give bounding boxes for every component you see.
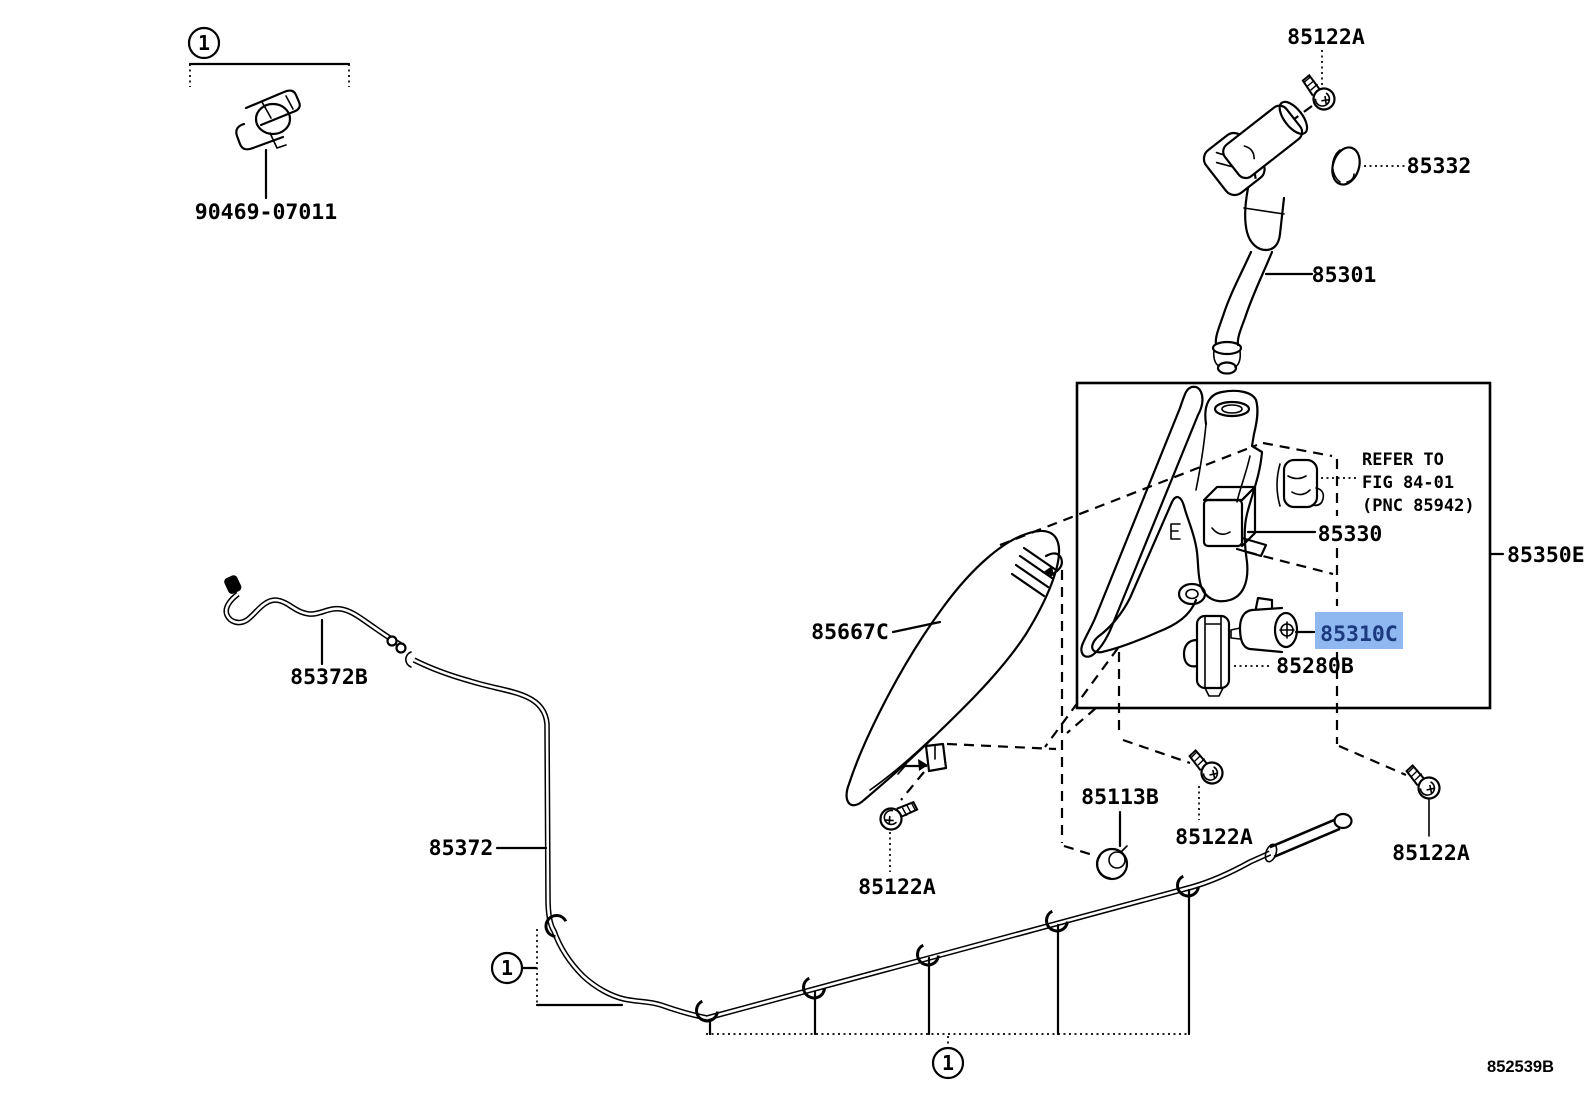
washer-hoses: 85372B 85372 1 1: [223, 575, 1353, 1080]
dash-clip-horizontal: [946, 742, 1057, 751]
label-hose-main[interactable]: 85372: [429, 836, 494, 861]
hood-cover: 85667C: [811, 529, 1063, 807]
callout-circle-bottom: [931, 1046, 965, 1080]
label-pump[interactable]: 85310C: [1320, 622, 1398, 647]
cover-hook: [1044, 552, 1063, 578]
callout-circle-left: [490, 951, 524, 985]
figure-code: 852539B: [1487, 1058, 1554, 1076]
dash-boxcorner-left: [1066, 707, 1097, 734]
dash-to-screw-right: [1338, 744, 1407, 777]
cover-hatch: [1010, 546, 1058, 598]
cover-inner-line: [869, 736, 934, 791]
label-screw-top[interactable]: 85122A: [1287, 25, 1365, 50]
dashed-relation-lines: [900, 105, 1407, 858]
label-jar-assembly[interactable]: 85350E: [1507, 543, 1585, 568]
hose-fitting-ring1: [386, 635, 398, 647]
assembly-frame: [1075, 381, 1492, 710]
connector-icon: [1276, 458, 1325, 509]
hose-end-core: [1270, 820, 1340, 856]
hose-end-tip: [1333, 812, 1353, 830]
label-note-line3: (PNC 85942): [1362, 496, 1475, 516]
pump-icon: [1230, 596, 1299, 654]
clip-tick-lines: [708, 888, 1191, 1036]
hose-main-endcap: [405, 651, 412, 668]
callout-top-number: 1: [198, 31, 210, 55]
hose-sub-core: [224, 592, 402, 647]
hose-main-core-b: [706, 851, 1271, 1020]
hose-clip-icon: [692, 996, 721, 1025]
dash-to-grommet: [1063, 844, 1097, 858]
label-hood-cover[interactable]: 85667C: [811, 620, 889, 645]
dash-tankfoot-left: [1044, 647, 1119, 748]
label-reservoir-bracket[interactable]: 85330: [1318, 522, 1383, 547]
label-note-line2: FIG 84-01: [1362, 473, 1454, 493]
dash-tank-right: [1262, 441, 1333, 458]
dash-to-screw-left: [900, 771, 925, 801]
reservoir-assembly-box: 85350E REFER TO FIG 84-01 (PNC 85942): [1075, 381, 1585, 710]
grommet-icon: [1095, 845, 1129, 881]
hose-end-ring: [1264, 843, 1278, 863]
label-grommet[interactable]: 85113B: [1081, 785, 1159, 810]
filler-neck-icon: [1202, 100, 1309, 375]
reservoir-tank-icon: [1091, 389, 1264, 654]
label-cap[interactable]: 85332: [1407, 154, 1472, 179]
hose-sub-outline: [223, 591, 403, 648]
dash-to-screw-mid: [1122, 738, 1191, 765]
hose-main-outline-b: [706, 850, 1272, 1021]
dash-bracket-right: [1246, 550, 1334, 576]
hose-sub-tip: [224, 575, 242, 594]
cover-outline: [845, 529, 1061, 807]
leader-cover: [891, 620, 942, 634]
tank-bracket-plate: [1080, 385, 1204, 658]
hose-fitting-ring2: [395, 642, 407, 654]
bracket-85330-icon: [1202, 485, 1268, 558]
screw-icon-right: [1398, 762, 1445, 804]
label-hose-sub[interactable]: 85372B: [290, 665, 368, 690]
label-screw-right[interactable]: 85122A: [1392, 841, 1470, 866]
label-filler-hose[interactable]: 85301: [1312, 263, 1377, 288]
label-screw-left[interactable]: 85122A: [858, 875, 936, 900]
bracket-ticks: [189, 64, 350, 87]
callout-left-number: 1: [501, 956, 513, 980]
label-clip-part[interactable]: 90469-07011: [195, 200, 337, 225]
screw-icon-mid: [1181, 747, 1228, 789]
screw-icon-left: [875, 791, 921, 835]
cover-clip-icon: [897, 742, 948, 775]
screw-icon-top: [1294, 72, 1340, 115]
cap-icon: [1331, 146, 1361, 186]
washer-filler-assembly: 85122A 85332 85301: [1202, 25, 1472, 375]
fasteners: 85122A 85113B 85122A 85122A: [858, 747, 1470, 900]
callout-bottom-number: 1: [942, 1051, 954, 1075]
clip-icon: [235, 89, 301, 151]
hose-main-core-a: [413, 658, 708, 1020]
label-note-line1: REFER TO: [1362, 450, 1444, 470]
pump-highlight: [1315, 612, 1403, 649]
label-pump-bracket[interactable]: 85280B: [1276, 654, 1354, 679]
cover-hook-arrow: [1042, 566, 1054, 576]
pump-bracket-icon: [1182, 614, 1231, 697]
dash-cover-tank: [999, 443, 1258, 547]
label-screw-mid[interactable]: 85122A: [1175, 825, 1253, 850]
clip-assembly: 1 90469-07011: [187, 26, 351, 225]
callout-circle-top: [187, 26, 221, 60]
